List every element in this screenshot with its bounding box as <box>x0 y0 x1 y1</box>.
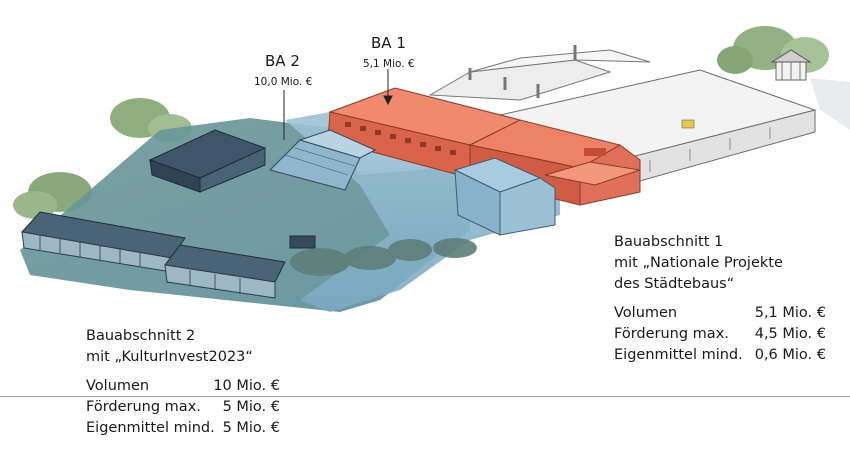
bauabschnitt-2-row: Eigenmittel mind. 5 Mio. € <box>86 418 280 439</box>
bauabschnitt-1-row: Eigenmittel mind. 0,6 Mio. € <box>614 345 826 366</box>
row-value: 5 Mio. € <box>222 420 280 436</box>
bauabschnitt-1-program-line1: mit „Nationale Projekte <box>614 255 783 271</box>
pavilion <box>770 49 812 81</box>
row-value: 0,6 Mio. € <box>754 347 826 363</box>
row-key: Förderung max. <box>86 399 201 415</box>
ba2-amount: 10,0 Mio. € <box>254 76 313 88</box>
bauabschnitt-1-row: Volumen 5,1 Mio. € <box>614 303 826 324</box>
bauabschnitt-1-title: Bauabschnitt 1 <box>614 234 724 250</box>
bauabschnitt-1-info: Bauabschnitt 1 mit „Nationale Projekte d… <box>614 232 826 366</box>
bauabschnitt-2-title: Bauabschnitt 2 <box>86 328 196 344</box>
row-key: Volumen <box>86 378 150 394</box>
foreground-trees <box>290 238 477 276</box>
small-shed <box>289 235 316 249</box>
bauabschnitt-2-program-line1: mit „KulturInvest2023“ <box>86 349 253 365</box>
glass-connector <box>453 157 556 236</box>
row-key: Eigenmittel mind. <box>614 347 743 363</box>
row-key: Förderung max. <box>614 326 729 342</box>
divider <box>0 396 850 397</box>
long-shed <box>21 211 286 299</box>
bauabschnitt-2-row: Förderung max. 5 Mio. € <box>86 397 280 418</box>
row-key: Eigenmittel mind. <box>86 420 215 436</box>
pointer-arrow-icon <box>283 69 393 140</box>
bauabschnitt-2-row: Volumen 10 Mio. € <box>86 376 280 397</box>
bauabschnitt-1-program-line2: des Städtebaus“ <box>614 276 735 292</box>
bauabschnitt-2-info: Bauabschnitt 2 mit „KulturInvest2023“ Vo… <box>86 326 280 439</box>
row-value: 4,5 Mio. € <box>754 326 826 342</box>
row-value: 10 Mio. € <box>213 378 280 394</box>
bauabschnitt-1-row: Förderung max. 4,5 Mio. € <box>614 324 826 345</box>
ba2-glass-hall <box>269 129 377 191</box>
ba1-amount: 5,1 Mio. € <box>363 58 415 70</box>
ba2-title: BA 2 <box>265 52 300 70</box>
row-key: Volumen <box>614 305 678 321</box>
row-value: 5 Mio. € <box>222 399 280 415</box>
background-trees <box>13 26 829 219</box>
row-value: 5,1 Mio. € <box>754 305 826 321</box>
barn <box>148 129 267 193</box>
ba1-title: BA 1 <box>371 34 406 52</box>
